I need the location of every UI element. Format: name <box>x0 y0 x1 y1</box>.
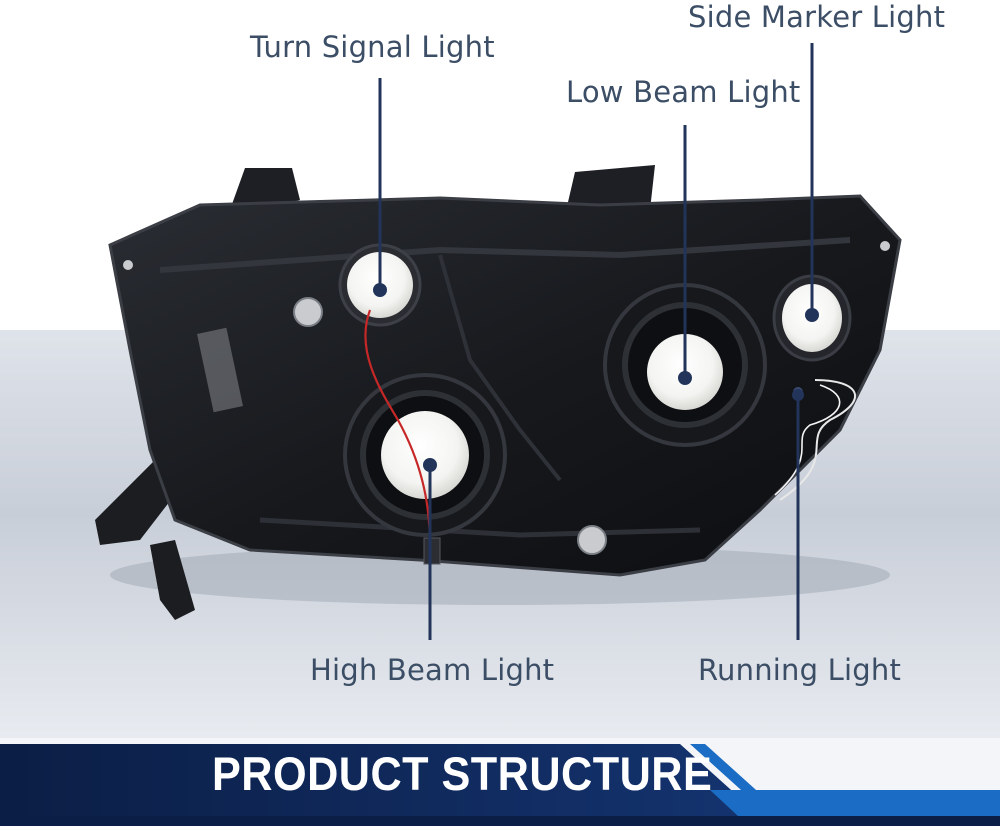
housing-rib-bottom <box>259 517 701 538</box>
screw-lower-center <box>577 525 607 555</box>
housing-rib-center <box>438 254 562 482</box>
side-marker-label: Side Marker Light <box>688 0 946 34</box>
high-beam-cap <box>381 411 469 499</box>
banner-navy-panel <box>0 744 760 816</box>
banner-accent-stripe-2 <box>710 790 1000 816</box>
side-marker-dot <box>805 308 819 322</box>
high-beam-dot <box>423 458 437 472</box>
screw-left-edge <box>123 260 133 270</box>
wire-connector <box>423 537 441 565</box>
banner-base <box>0 816 1000 826</box>
lower-mount-tab <box>150 540 195 620</box>
low-beam-label: Low Beam Light <box>566 75 801 109</box>
part-sticker <box>197 327 243 413</box>
turn-signal-dot <box>373 283 387 297</box>
running-light-dot <box>792 389 804 401</box>
running-light-wire-a <box>779 379 856 501</box>
screw-right-edge <box>880 241 890 251</box>
banner-title: PRODUCT STRUCTURE <box>212 747 713 800</box>
turn-signal-wire <box>364 309 432 546</box>
low-beam-dot <box>678 371 692 385</box>
housing-rib-top <box>159 237 851 273</box>
high-beam-label: High Beam Light <box>310 653 555 687</box>
running-light-label: Running Light <box>698 653 902 687</box>
turn-signal-label: Turn Signal Light <box>250 30 495 64</box>
screw-upper-left <box>293 297 323 327</box>
